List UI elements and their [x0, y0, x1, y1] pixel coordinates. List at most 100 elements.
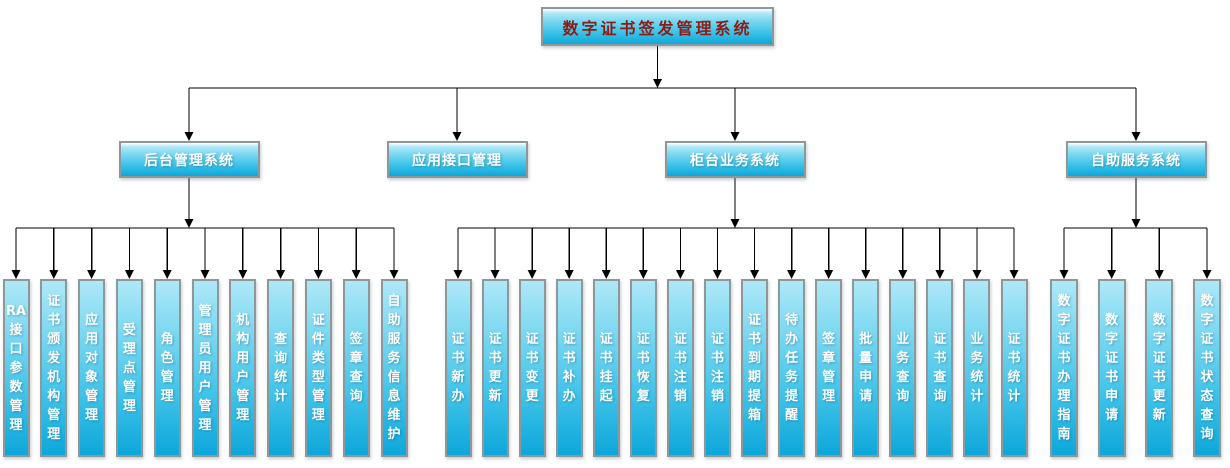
leaf-node-char: 书	[451, 351, 465, 366]
leaf-node-char: 书	[562, 351, 576, 366]
leaf-node-char: 变	[525, 370, 539, 385]
leaf-node: 签章管理	[815, 279, 843, 457]
leaf-node-char: 统	[1007, 370, 1021, 385]
leaf-node-char: 管	[198, 303, 212, 319]
branch-node-3: 柜台业务系统	[664, 141, 806, 178]
leaf-node-char: 理	[1057, 389, 1071, 404]
leaf-node-char: 书	[1152, 370, 1166, 385]
leaf-node-char: 理	[311, 408, 325, 423]
leaf-node-char: 询	[896, 389, 910, 404]
leaf-node-char: 证	[673, 332, 687, 347]
leaf-node-char: 查	[933, 370, 947, 385]
leaf-node-char: 签	[822, 332, 836, 347]
branch-node-label: 应用接口管理	[412, 152, 502, 169]
leaf-node-char: 象	[85, 370, 99, 385]
leaf-node-char: 管	[122, 379, 136, 395]
leaf-node-char: 类	[311, 351, 325, 366]
leaf-node-char: 注	[673, 370, 687, 385]
leaf-node: 证书注销	[704, 279, 731, 457]
leaf-node-char: 数	[1105, 313, 1119, 328]
leaf-node-char: 业	[970, 332, 984, 347]
leaf-node-char: 补	[562, 370, 576, 385]
leaf-node-char: 发	[47, 351, 61, 366]
leaf-node-char: 更	[1152, 389, 1166, 404]
leaf-node-char: 查	[896, 370, 910, 385]
leaf-node-char: 新	[1152, 408, 1166, 423]
leaf-node-char: 书	[636, 351, 650, 366]
leaf-node-char: 证	[311, 313, 325, 328]
leaf-node-char: 指	[1057, 408, 1071, 423]
leaf-node-char: 理	[47, 427, 61, 442]
leaf-node-char: 维	[387, 408, 401, 423]
leaf-node: 机构用户管理	[229, 279, 257, 457]
branch-node-1: 后台管理系统	[118, 141, 260, 178]
leaf-node: 查询统计	[267, 279, 295, 457]
leaf-node-char: 书	[488, 351, 502, 366]
leaf-node-char: 信	[387, 370, 401, 385]
leaf-node-char: 管	[236, 389, 250, 404]
leaf-node-char: 构	[236, 332, 250, 347]
leaf-node-char: 护	[387, 427, 401, 442]
leaf-node-char: 管	[85, 389, 99, 404]
leaf-node-char: 管	[311, 389, 325, 404]
leaf-node-char: 角	[160, 332, 174, 347]
leaf-node: 证书注销	[666, 279, 694, 457]
leaf-node-char: 证	[488, 332, 502, 347]
leaf-node-char: 办	[451, 389, 465, 404]
leaf-node-char: 证	[636, 332, 650, 347]
leaf-node-char: 查	[349, 370, 363, 385]
leaf-node-char: 管	[198, 398, 212, 414]
leaf-node-char: 到	[747, 351, 761, 366]
leaf-node-char: 任	[785, 351, 799, 366]
leaf-node-char: 用	[85, 332, 99, 347]
leaf-node: 签章查询	[342, 279, 370, 457]
leaf-node-char: 理	[198, 417, 212, 433]
leaf-node-char: 证	[933, 332, 947, 347]
leaf-node-char: 证	[1200, 332, 1214, 347]
leaf-node: 数字证书办理指南	[1050, 279, 1078, 457]
leaf-node-char: 员	[198, 341, 212, 357]
leaf-node-char: 型	[311, 370, 325, 385]
leaf-node-char: 字	[1057, 313, 1071, 328]
leaf-node-char: 查	[274, 332, 288, 347]
leaf-node-char: 构	[47, 389, 61, 404]
leaf-node-char: 查	[1200, 408, 1214, 423]
leaf-node-char: 自	[387, 294, 401, 309]
leaf-node-char: 复	[636, 389, 650, 404]
leaf-node-char: 息	[387, 389, 401, 404]
leaf-node-char: 书	[933, 351, 947, 366]
leaf-node-char: 管	[9, 398, 23, 414]
leaf-node-char: 统	[274, 370, 288, 385]
leaf-node-char: 计	[1007, 389, 1021, 404]
leaf-node-char: 新	[488, 389, 502, 404]
leaf-node-char: 签	[349, 332, 363, 347]
leaf-node-char: 户	[198, 379, 212, 395]
leaf-node-char: 口	[9, 341, 23, 357]
leaf-node-char: 助	[387, 313, 401, 328]
leaf-node: 证书颁发机构管理	[40, 279, 68, 457]
leaf-node-char: 请	[859, 389, 873, 404]
leaf-node-char: 办	[1057, 370, 1071, 385]
leaf-node: 证书到期提箱	[741, 279, 768, 457]
leaf-node-char: 计	[970, 389, 984, 404]
leaf-node-char: 销	[710, 389, 724, 404]
leaf-node-char: 书	[747, 332, 761, 347]
leaf-node-char: RA	[5, 303, 27, 319]
leaf-node-char: 计	[274, 389, 288, 404]
leaf-node-char: 书	[47, 313, 61, 328]
leaf-node-char: 颁	[47, 332, 61, 347]
leaf-node-char: 理	[160, 389, 174, 404]
leaf-node-char: 理	[236, 408, 250, 423]
leaf-node: 待办任务提醒	[778, 279, 806, 457]
leaf-node-char: 书	[710, 351, 724, 366]
leaf-node-char: 务	[387, 351, 401, 366]
leaf-node-char: 询	[349, 389, 363, 404]
leaf-node-char: 状	[1200, 370, 1214, 385]
leaf-node-char: 书	[525, 351, 539, 366]
leaf-node: 受理点管理	[115, 279, 143, 457]
leaf-node-char: 色	[160, 351, 174, 366]
leaf-node-char: 量	[859, 351, 873, 366]
leaf-node-char: 数	[9, 379, 23, 395]
